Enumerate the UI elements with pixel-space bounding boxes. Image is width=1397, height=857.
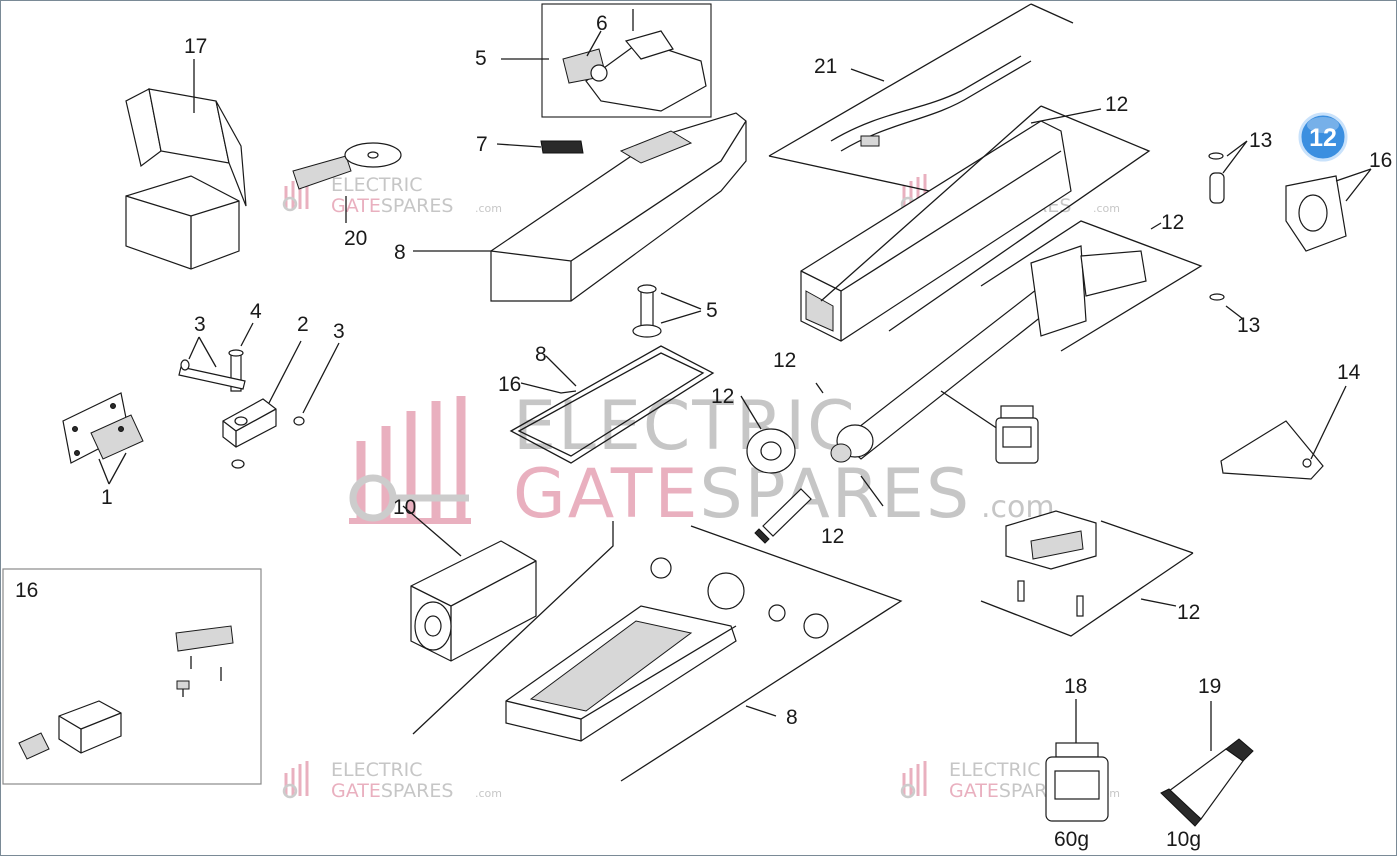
wm3-gate: GATE [331, 780, 381, 802]
part-19-paste-tube [1160, 701, 1254, 827]
grease-jar-icon [940, 390, 1039, 464]
part-12-screw-shaft [830, 220, 1203, 463]
callout-16c: 16 [15, 579, 38, 602]
part-8-lower-base [505, 525, 903, 782]
callout-13b: 13 [1237, 314, 1260, 337]
part-16-accessory-inset [2, 568, 262, 785]
callout-3a: 3 [194, 313, 206, 336]
part-14-front-plate [1220, 385, 1347, 480]
part-5-6-release-mechanism [501, 3, 712, 118]
callout-8b: 8 [535, 343, 547, 366]
watermark-logo-icon [349, 396, 471, 524]
callout-12c: 12 [773, 349, 796, 372]
part-12-limit-bracket [980, 510, 1194, 637]
callout-16a: 16 [1369, 149, 1392, 172]
callout-2: 2 [297, 313, 309, 336]
wm1-line1: ELECTRIC [331, 174, 423, 196]
callout-10: 10 [393, 496, 416, 519]
watermark-gate: GATE [513, 455, 699, 534]
part-8-upper-cover [413, 112, 747, 302]
callout-12f: 12 [1177, 601, 1200, 624]
callout-20: 20 [344, 227, 367, 250]
callout-16b: 16 [498, 373, 521, 396]
part-13-pin [1208, 140, 1248, 320]
callout-5a: 5 [475, 47, 487, 70]
callout-21: 21 [814, 55, 837, 78]
watermark-line1: ELECTRIC [513, 387, 857, 466]
part-3-circlips [178, 336, 340, 426]
callout-7: 7 [476, 133, 488, 156]
callout-5b: 5 [706, 299, 718, 322]
badge-12: 12 [1298, 112, 1348, 162]
badge-12-label: 12 [1309, 124, 1337, 152]
callout-4: 4 [250, 300, 262, 323]
callout-12e: 12 [821, 525, 844, 548]
wm4-gate: GATE [949, 780, 999, 802]
svg-text:GATESPARES: GATESPARES [331, 780, 453, 802]
wm1-com: .com [475, 202, 502, 215]
part-12-paste-tube-small [754, 475, 884, 544]
wm3-line1: ELECTRIC [331, 759, 423, 781]
watermark-small-bottom-left: ELECTRIC GATESPARES .com [282, 759, 502, 802]
wm2-com: .com [1093, 202, 1120, 215]
watermark-spares: SPARES [699, 455, 971, 534]
part-12-gear-wheel [740, 382, 824, 474]
callout-6: 6 [596, 12, 608, 35]
wm1-spares: SPARES [381, 195, 454, 217]
watermark-large: ELECTRIC GATESPARES .com [349, 387, 1055, 534]
wm3-com: .com [475, 787, 502, 800]
part-2-front-fork [222, 340, 302, 469]
wm3-spares: SPARES [381, 780, 454, 802]
callout-1: 1 [101, 486, 113, 509]
part-16-gasket [509, 345, 715, 464]
svg-text:GATESPARES: GATESPARES [331, 195, 453, 217]
paste-weight-label: 10g [1166, 828, 1201, 851]
callout-8a: 8 [394, 241, 406, 264]
callout-12a: 12 [1105, 93, 1128, 116]
callout-19: 19 [1198, 675, 1221, 698]
part-18-grease-jar [1045, 699, 1109, 822]
part-5-release-knob [632, 284, 702, 338]
callout-3b: 3 [333, 320, 345, 343]
callout-13a: 13 [1249, 129, 1272, 152]
grease-weight-label: 60g [1054, 828, 1089, 851]
svg-text:GATESPARES: GATESPARES [513, 455, 971, 534]
callout-8c: 8 [786, 706, 798, 729]
callout-12b: 12 [1161, 211, 1184, 234]
part-16-end-cap [1285, 168, 1372, 252]
part-12-outer-tube [800, 105, 1151, 342]
callout-14: 14 [1337, 361, 1361, 384]
callout-12d: 12 [711, 385, 734, 408]
part-7-spacer-strip [496, 140, 584, 154]
part-17-packaging-box [125, 59, 247, 270]
wm4-line1: ELECTRIC [949, 759, 1041, 781]
part-10-motor [402, 505, 614, 735]
callout-17: 17 [184, 35, 207, 58]
part-20-release-key [292, 142, 402, 223]
callout-18: 18 [1064, 675, 1087, 698]
wm1-gate: GATE [331, 195, 381, 217]
watermark-small-top-left: ELECTRIC GATESPARES .com [282, 174, 502, 217]
part-1-rear-bracket [62, 392, 144, 485]
